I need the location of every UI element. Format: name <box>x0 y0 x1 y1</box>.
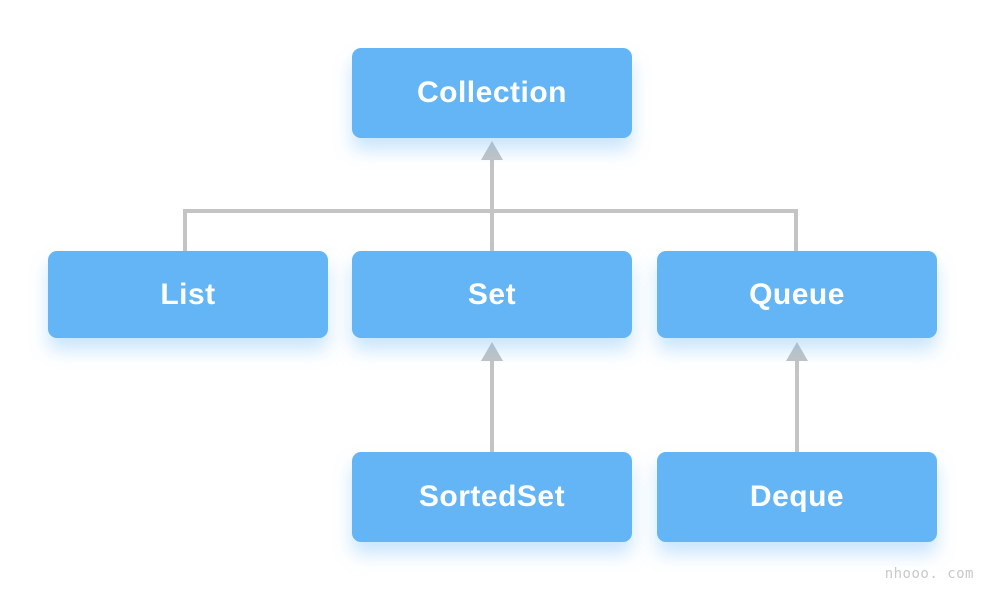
node-collection-label: Collection <box>416 76 567 109</box>
arrow-up-icon-queue <box>786 342 808 361</box>
connector-list-branch <box>183 209 187 252</box>
node-set-label: Set <box>467 277 517 311</box>
node-sortedset-label: SortedSet <box>418 480 566 513</box>
node-queue: Queue <box>657 251 937 338</box>
node-set: Set <box>352 251 632 338</box>
watermark-text: nhooo. com <box>884 566 974 582</box>
connector-sortedset-to-set <box>490 360 494 452</box>
node-list-label: List <box>160 277 216 311</box>
node-list: List <box>48 251 328 338</box>
node-collection: Collection <box>352 48 632 138</box>
arrow-up-icon-set <box>481 342 503 361</box>
arrow-up-icon-collection <box>481 141 503 160</box>
connector-deque-to-queue <box>795 360 799 452</box>
node-sortedset: SortedSet <box>352 452 632 542</box>
node-deque-label: Deque <box>749 480 845 513</box>
connector-set-to-collection <box>490 158 494 252</box>
connector-queue-branch <box>794 209 798 252</box>
node-deque: Deque <box>657 452 937 542</box>
node-queue-label: Queue <box>749 277 845 311</box>
